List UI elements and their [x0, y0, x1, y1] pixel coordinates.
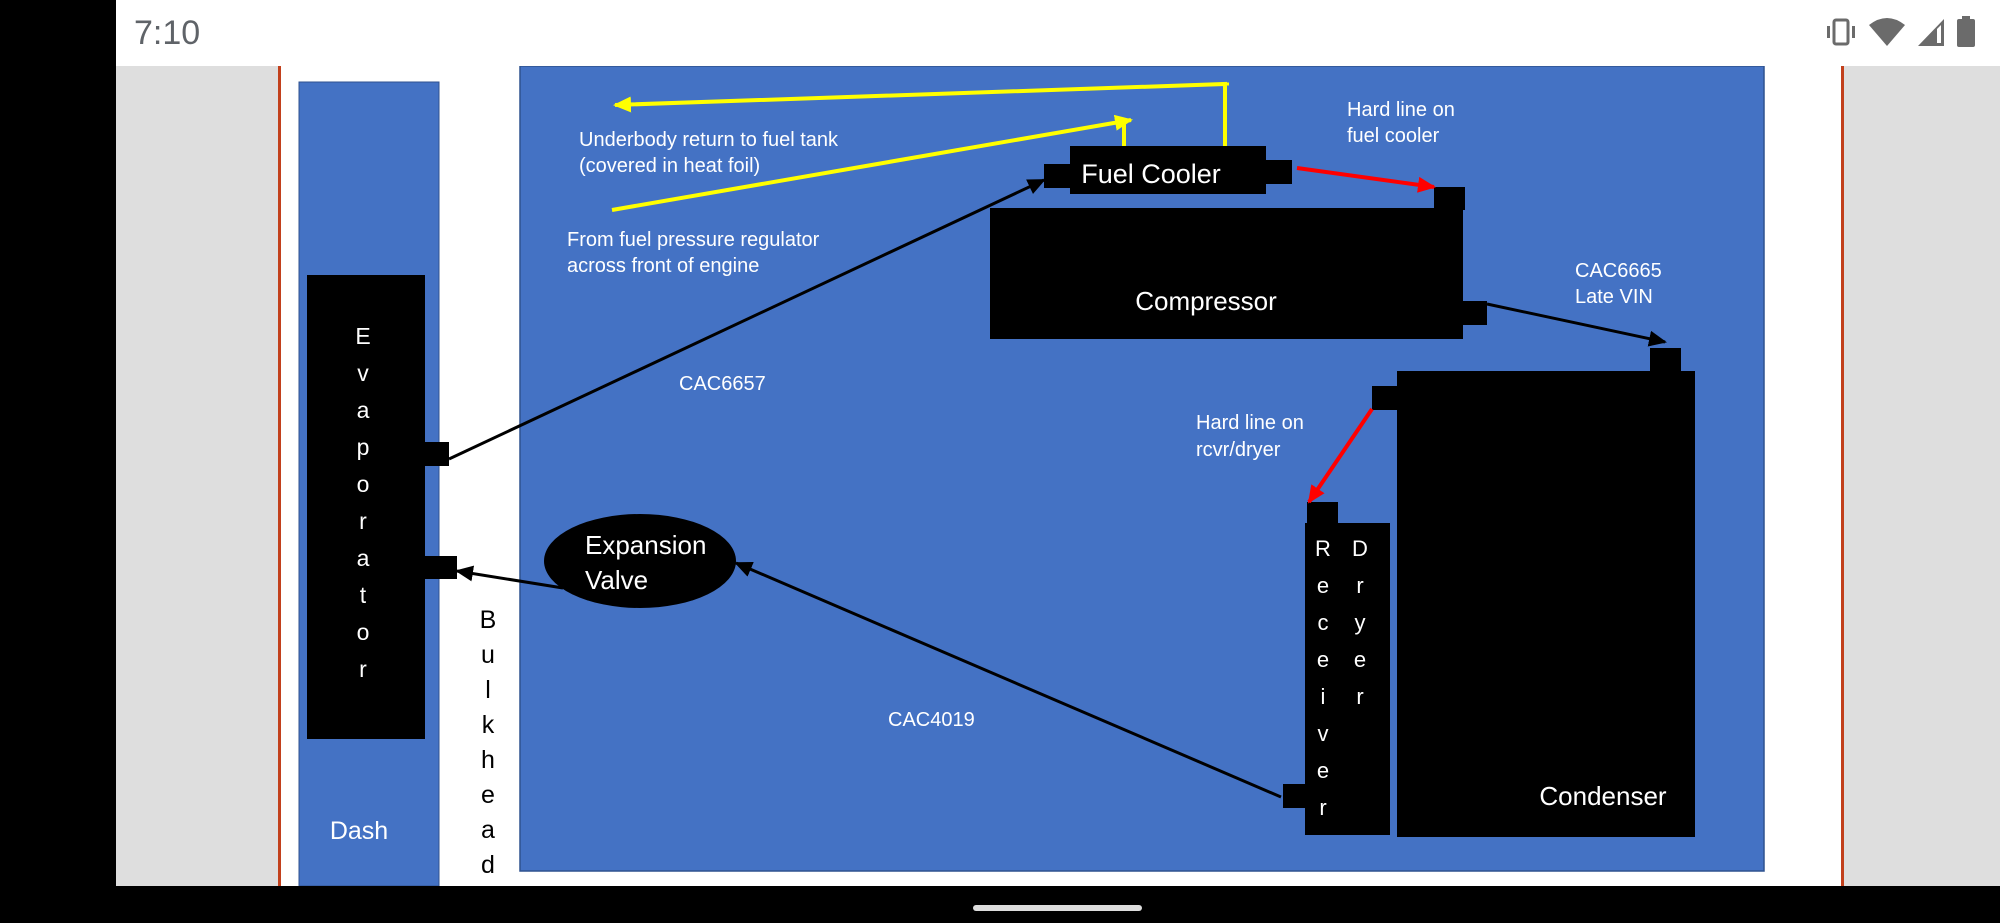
cac6665-line — [1486, 302, 1667, 347]
receiver-letter: R — [1315, 536, 1331, 561]
receiver-letter: i — [1321, 684, 1326, 709]
expansion-valve-label-line1: Expansion — [585, 530, 706, 560]
evaporator — [307, 275, 425, 739]
dryer-letter: D — [1352, 536, 1368, 561]
fuel-supply-line — [611, 114, 1133, 212]
receiver-dryer-outlet-port — [1283, 784, 1307, 808]
expansion-valve — [544, 514, 736, 608]
dryer-letter: e — [1354, 647, 1366, 672]
annotation-text: fuel cooler — [1347, 125, 1440, 147]
dryer-letter: y — [1355, 610, 1366, 635]
evaporator-letter: o — [357, 471, 370, 497]
vibrate-icon — [1827, 18, 1855, 46]
receiver-label: R e c e i v e r — [1315, 536, 1331, 820]
compressor-label: Compressor — [1135, 286, 1277, 316]
bulkhead-letter: h — [481, 746, 495, 774]
cac6657-line — [448, 178, 1046, 461]
ac-system-diagram: Dash B u l k h e a d E v a p — [298, 66, 1765, 886]
annotation-text: From fuel pressure regulator — [567, 229, 820, 251]
annotation-text: Hard line on — [1196, 412, 1304, 434]
annotation-text: (covered in heat foil) — [579, 155, 760, 177]
evaporator-letter: E — [355, 323, 370, 349]
annotation-text: Hard line on — [1347, 99, 1455, 121]
condenser-label: Condenser — [1539, 781, 1667, 811]
annotation-text: Late VIN — [1575, 286, 1653, 308]
evaporator-letter: r — [359, 508, 367, 534]
condenser-outlet-port — [1372, 386, 1399, 410]
dryer-label: D r y e r — [1352, 536, 1368, 709]
evaporator-letter: p — [357, 434, 370, 460]
bulkhead-label: B u l k h e a d — [480, 606, 497, 879]
evaporator-letter: v — [357, 360, 369, 386]
status-bar: 7:10 — [116, 0, 2000, 66]
receiver-letter: v — [1318, 721, 1329, 746]
annotation-cac4019: CAC4019 — [888, 709, 975, 731]
bulkhead-letter: e — [481, 781, 495, 809]
cell-signal-icon — [1918, 19, 1944, 46]
compressor-suction-port — [1434, 187, 1465, 210]
annotation-cac6665: CAC6665 Late VIN — [1575, 260, 1662, 308]
expansion-valve-label-line2: Valve — [585, 565, 648, 595]
evaporator-letter: t — [360, 582, 367, 608]
annotation-hard-line-fuel-cooler: Hard line on fuel cooler — [1347, 99, 1455, 147]
receiver-letter: e — [1317, 573, 1329, 598]
wifi-icon — [1869, 18, 1905, 46]
document-viewer: Dash B u l k h e a d E v a p — [116, 66, 2000, 886]
navigation-bar — [0, 886, 2000, 923]
bulkhead-letter: B — [480, 606, 497, 634]
annotation-hard-line-rcvr-dryer: Hard line on rcvr/dryer — [1196, 412, 1304, 461]
bulkhead-letter: k — [482, 711, 495, 739]
bulkhead-letter: u — [481, 641, 495, 669]
compressor-discharge-port — [1461, 301, 1487, 325]
annotation-text: Underbody return to fuel tank — [579, 129, 839, 151]
bulkhead-letter: l — [485, 676, 491, 704]
compressor — [990, 208, 1463, 339]
fuel-cooler-label: Fuel Cooler — [1081, 159, 1221, 189]
receiver-letter: e — [1317, 758, 1329, 783]
bulkhead-letter: a — [481, 816, 495, 844]
annotation-underbody-return: Underbody return to fuel tank (covered i… — [579, 129, 839, 177]
battery-icon — [1957, 16, 1975, 47]
receiver-letter: r — [1319, 795, 1326, 820]
annotation-from-regulator: From fuel pressure regulator across fron… — [567, 229, 820, 277]
condenser-inlet-port — [1650, 348, 1681, 373]
annotation-text: rcvr/dryer — [1196, 439, 1281, 461]
dryer-letter: r — [1356, 573, 1363, 598]
receiver-dryer — [1305, 523, 1390, 835]
evaporator-outlet-port — [423, 442, 449, 466]
home-gesture-handle[interactable] — [973, 905, 1142, 911]
evaporator-letter: a — [357, 545, 370, 571]
receiver-letter: e — [1317, 647, 1329, 672]
condenser — [1397, 371, 1695, 837]
fuel-cooler-inlet-port — [1044, 164, 1072, 188]
hard-line-fuel-cooler-arrow — [1296, 166, 1436, 193]
clock: 7:10 — [134, 14, 201, 52]
evaporator-label: E v a p o r a t o r — [355, 323, 370, 682]
evaporator-letter: a — [357, 397, 370, 423]
annotation-cac6657: CAC6657 — [679, 373, 766, 395]
cac4019-line — [734, 561, 1282, 799]
fuel-cooler-outlet-port — [1264, 160, 1292, 184]
bulkhead-letter: d — [481, 851, 495, 879]
receiver-letter: c — [1318, 610, 1329, 635]
annotation-text: CAC6665 — [1575, 260, 1662, 282]
fuel-cooler — [1070, 146, 1266, 194]
receiver-dryer-inlet-port — [1307, 502, 1338, 525]
dash-label: Dash — [330, 817, 388, 845]
evaporator-inlet-port — [423, 556, 457, 579]
annotation-text: across front of engine — [567, 255, 759, 277]
slide-page: Dash B u l k h e a d E v a p — [278, 66, 1844, 886]
dryer-letter: r — [1356, 684, 1363, 709]
system-icons — [1824, 14, 1976, 50]
expansion-to-evaporator-line — [455, 565, 564, 590]
hard-line-rcvr-dryer-arrow — [1307, 407, 1374, 504]
evaporator-letter: o — [357, 619, 370, 645]
evaporator-letter: r — [359, 656, 367, 682]
